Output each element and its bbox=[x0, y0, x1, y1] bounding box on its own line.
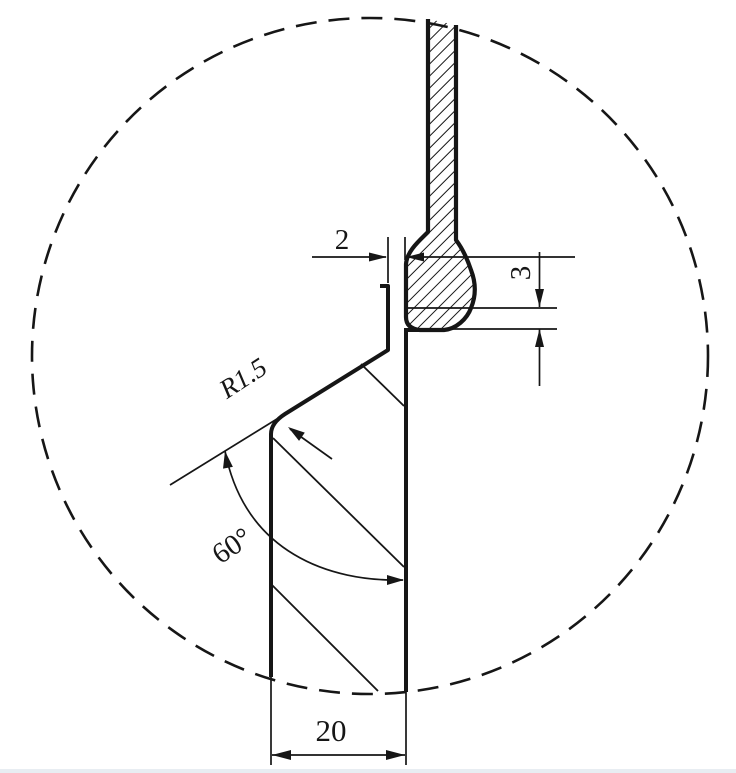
linework bbox=[30, 16, 710, 765]
arrow-up-icon bbox=[535, 329, 544, 347]
tube-outline bbox=[403, 19, 477, 333]
arrowheads bbox=[223, 252, 544, 760]
shell-hatch-line bbox=[360, 363, 405, 407]
label-fillet-radius: R1.5 bbox=[213, 352, 272, 405]
footer-band bbox=[0, 769, 736, 773]
detail-boundary-circle bbox=[30, 16, 710, 696]
shell-hatch-line bbox=[271, 584, 379, 692]
arrow-leader-icon bbox=[288, 427, 305, 441]
shell-section bbox=[269, 284, 421, 692]
arrow-right-icon bbox=[369, 252, 387, 262]
angle-arc bbox=[224, 450, 404, 581]
arrow-arc-end-icon bbox=[387, 575, 404, 585]
dim-taper-angle bbox=[169, 413, 404, 581]
label-wall-thickness: 2 bbox=[335, 224, 350, 256]
shell-hatch-line bbox=[272, 437, 405, 568]
dim-overall-width bbox=[270, 677, 407, 765]
arrow-arc-start-icon bbox=[223, 450, 233, 469]
tube-section bbox=[403, 19, 477, 333]
label-taper-angle: 60° bbox=[206, 521, 258, 570]
arrow-down-icon bbox=[535, 289, 544, 307]
arrow-right-icon bbox=[386, 750, 405, 760]
shell-inner-wall bbox=[404, 328, 421, 692]
dim-wall-thickness bbox=[312, 237, 575, 283]
label-overall-width: 20 bbox=[316, 713, 347, 748]
arrow-left-icon bbox=[406, 252, 424, 262]
slope-extension-line bbox=[169, 413, 286, 486]
arrow-left-icon bbox=[272, 750, 291, 760]
dimension-labels: 2 3 R1.5 60° 20 bbox=[206, 224, 537, 748]
shell-outer-profile bbox=[269, 284, 390, 677]
label-bead-height: 3 bbox=[505, 266, 537, 281]
